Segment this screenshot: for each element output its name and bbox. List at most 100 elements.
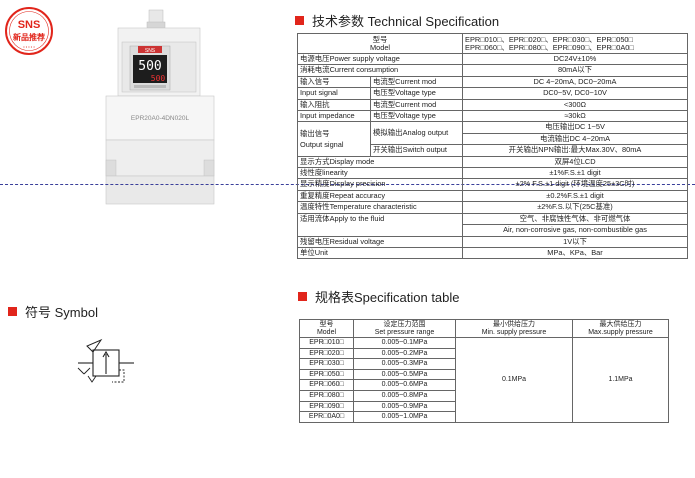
spec-table-heading: 规格表Specification table <box>298 287 460 306</box>
table-cell: 0.005~0.6MPa <box>353 379 456 391</box>
row-label: 温度特性Temperature characteristic <box>296 201 464 214</box>
table-cell: 0.005~0.8MPa <box>353 389 456 402</box>
row-value: 电压输出DC 1~5V <box>462 121 688 134</box>
table-row: 输入阻抗电流型Current mod<300Ω <box>297 98 688 112</box>
tech-spec-heading-text: 技术参数 Technical Specification <box>312 14 500 29</box>
table-cell: 0.005~0.5MPa <box>353 368 456 381</box>
row-value: 空气、非腐蚀性气体、非可燃气体 <box>462 212 688 226</box>
table-cell: EPR□050□ <box>299 368 354 381</box>
table-row: EPR□060□0.005~0.6MPa <box>299 379 669 391</box>
row-label: 重复精度Repeat accuracy <box>296 189 464 203</box>
tech-spec-heading: 技术参数 Technical Specification <box>295 11 499 30</box>
row-sublabel: 电压型Voltage type <box>369 87 464 100</box>
row-label: 残留电压Residual voltage <box>296 235 464 248</box>
table-row: EPR□030□0.005~0.3MPa <box>299 358 669 370</box>
table-cell: EPR□010□ <box>299 337 354 349</box>
model-list-cell: EPR□010□、EPR□020□、EPR□030□、EPR□050□EPR□0… <box>462 33 688 54</box>
row-value: 双屏4位LCD <box>462 155 688 169</box>
table-cell: EPR□080□ <box>299 389 354 402</box>
row-value: ±1%F.S.±1 digit <box>462 167 688 180</box>
table-row: EPR□010□0.005~0.1MPa 0.1MPa 1.1MPa <box>299 337 669 423</box>
row-value: DC24V±10% <box>462 52 688 66</box>
svg-text:• • • • •: • • • • • <box>23 44 35 49</box>
table-cell: 0.005~0.9MPa <box>353 400 456 413</box>
row-sublabel: 模拟输出Analog output <box>369 121 464 146</box>
row-label: Input signal <box>297 87 371 100</box>
table-cell: EPR□090□ <box>299 400 354 413</box>
product-image: SNS 500 500 EPR20A0-4DN020L <box>105 9 215 205</box>
row-label: 输入信号 <box>297 75 371 89</box>
row-value: ±2% F.S.±1 digit (环境温度25±3C时) <box>462 178 688 191</box>
symbol-heading-text: 符号 Symbol <box>25 305 98 320</box>
row-value: 开关输出NPN输出:最大Max.30V、80mA <box>462 144 688 157</box>
table-cell: EPR□060□ <box>299 379 354 391</box>
table-row: 电流输出DC 4~20mA <box>298 132 688 146</box>
regulator-symbol-icon <box>77 338 134 383</box>
table-cell: 0.005~0.1MPa <box>353 337 456 349</box>
row-value: DC0~5V, DC0~10V <box>462 87 688 100</box>
row-label: Input impedance <box>297 110 371 123</box>
row-label: 线性度linearity <box>296 167 464 180</box>
table-row: EPR□050□0.005~0.5MPa <box>299 368 669 381</box>
row-value: ≈30kΩ <box>462 110 688 123</box>
row-sublabel: 电流型Current mod <box>369 75 464 89</box>
table-cell: EPR□030□ <box>299 358 354 370</box>
logo-tagline: 新品推荐 <box>13 32 45 42</box>
sns-logo: SNS 新品推荐 • • • • • <box>5 7 53 55</box>
table-row: EPR□020□0.005~0.2MPa <box>299 347 669 360</box>
row-sublabel: 电压型Voltage type <box>369 110 464 123</box>
table-row: 显示精度Display precision±2% F.S.±1 digit (环… <box>296 178 688 191</box>
row-sublabel: 电流型Current mod <box>369 98 464 112</box>
table-row: EPR□080□0.005~0.8MPa <box>299 389 669 402</box>
row-label: 消耗电流Current consumption <box>296 64 464 77</box>
symbol-heading: 符号 Symbol <box>8 302 98 321</box>
row-sublabel: 开关输出Switch output <box>369 144 464 157</box>
row-value: Air, non-corrosive gas, non-combustible … <box>462 224 688 237</box>
spec-table-heading-text: 规格表Specification table <box>315 290 460 305</box>
table-row: EPR□090□0.005~0.9MPa <box>299 400 669 413</box>
row-label: 电源电压Power supply voltage <box>296 52 464 66</box>
logo-brand: SNS <box>18 19 41 31</box>
red-square-icon <box>8 307 17 316</box>
row-value: ±2%F.S.以下(25C基准) <box>462 201 688 214</box>
table-row: 重复精度Repeat accuracy±0.2%F.S.±1 digit <box>296 189 688 203</box>
row-value: ±0.2%F.S.±1 digit <box>462 189 688 203</box>
table-cell: 0.005~0.2MPa <box>353 347 456 360</box>
display-top: 500 <box>138 59 161 74</box>
table-cell: EPR□020□ <box>299 347 354 360</box>
red-square-icon <box>295 16 304 25</box>
table-cell: 0.005~1.0MPa <box>353 411 456 423</box>
table-row: 温度特性Temperature characteristic±2%F.S.以下(… <box>296 201 688 214</box>
row-value: 电流输出DC 4~20mA <box>462 132 688 146</box>
red-square-icon <box>298 292 307 301</box>
table-cell: EPR□0A0□ <box>299 411 354 423</box>
row-label: 适用流体Apply to the fluid <box>296 212 464 237</box>
row-value: 1V以下 <box>462 235 688 248</box>
display-bottom: 500 <box>151 74 166 83</box>
row-value: 80mA以下 <box>462 64 688 77</box>
row-label: 单位Unit <box>296 246 464 260</box>
device-badge: SNS <box>145 48 156 54</box>
table-row: EPR□0A0□0.005~1.0MPa <box>299 411 669 423</box>
row-label: 显示方式Display mode <box>296 155 464 169</box>
row-value: DC 4~20mA, DC0~20mA <box>462 75 688 89</box>
table-row: Air, non-corrosive gas, non-combustible … <box>298 224 688 237</box>
row-value: <300Ω <box>462 98 688 112</box>
